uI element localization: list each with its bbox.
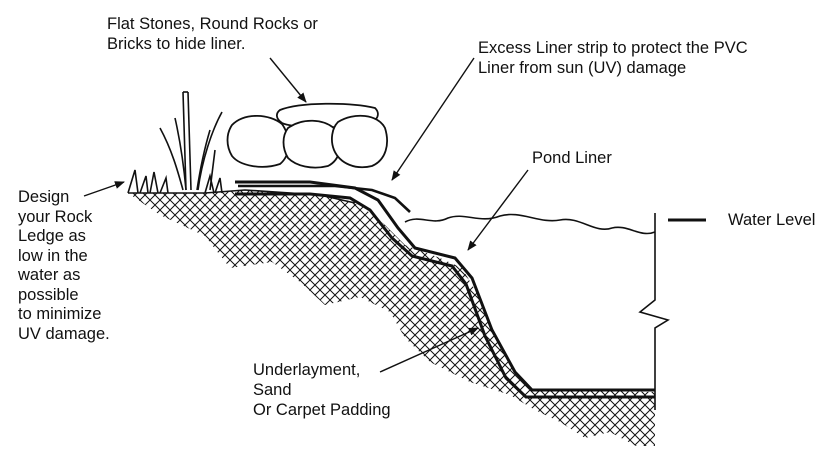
label-design-ledge: Design your Rock Ledge as low in the wat… <box>18 188 110 344</box>
label-excess-line-1: Excess Liner strip to protect the PVC <box>478 39 748 57</box>
label-pond-liner: Pond Liner <box>532 148 612 168</box>
arrow-underlayment <box>379 327 479 373</box>
label-design-line-2: your Rock <box>18 207 93 226</box>
stone-left <box>226 114 290 168</box>
water-surface-line <box>404 213 656 235</box>
label-pond-liner-line-1: Pond Liner <box>532 149 612 167</box>
arrow-excess-liner <box>391 57 475 181</box>
stone-right <box>331 114 388 169</box>
label-underlayment-line-2: Sand <box>253 381 292 399</box>
label-design-line-7: to minimize <box>18 305 102 323</box>
pond-liner-inner <box>235 192 655 399</box>
label-design-line-1: Design <box>18 188 70 206</box>
stone-middle <box>282 119 342 169</box>
arrow-design-ledge <box>83 181 125 197</box>
label-design-line-5: water as <box>18 266 81 284</box>
label-excess-line-2: Liner from sun (UV) damage <box>478 59 687 77</box>
pond-wall-break <box>638 213 670 392</box>
label-stones: Flat Stones, Round Rocks or Bricks to hi… <box>107 14 318 54</box>
label-design-line-4: low in the <box>18 246 88 265</box>
arrow-pond-liner <box>467 169 529 251</box>
label-underlayment-line-3: Or Carpet Padding <box>253 401 391 419</box>
label-stones-line-2: Bricks to hide liner. <box>107 35 246 53</box>
excess-liner-strip <box>238 184 411 213</box>
soil-hatch-region <box>128 190 655 446</box>
label-stones-line-1: Flat Stones, Round Rocks or <box>107 15 318 33</box>
label-water-level-line-1: Water Level <box>728 211 816 229</box>
label-underlayment: Underlayment, Sand Or Carpet Padding <box>253 360 391 420</box>
label-water-level: Water Level <box>728 210 815 230</box>
label-excess-liner: Excess Liner strip to protect the PVC Li… <box>478 38 748 78</box>
arrow-stones <box>269 57 307 103</box>
stones-group <box>226 102 388 169</box>
label-underlayment-line-1: Underlayment, <box>253 361 361 379</box>
label-design-line-8: UV damage. <box>18 324 110 343</box>
label-design-line-3: Ledge as <box>18 227 86 245</box>
grass-plant-icon <box>127 91 223 194</box>
label-design-line-6: possible <box>18 285 79 304</box>
